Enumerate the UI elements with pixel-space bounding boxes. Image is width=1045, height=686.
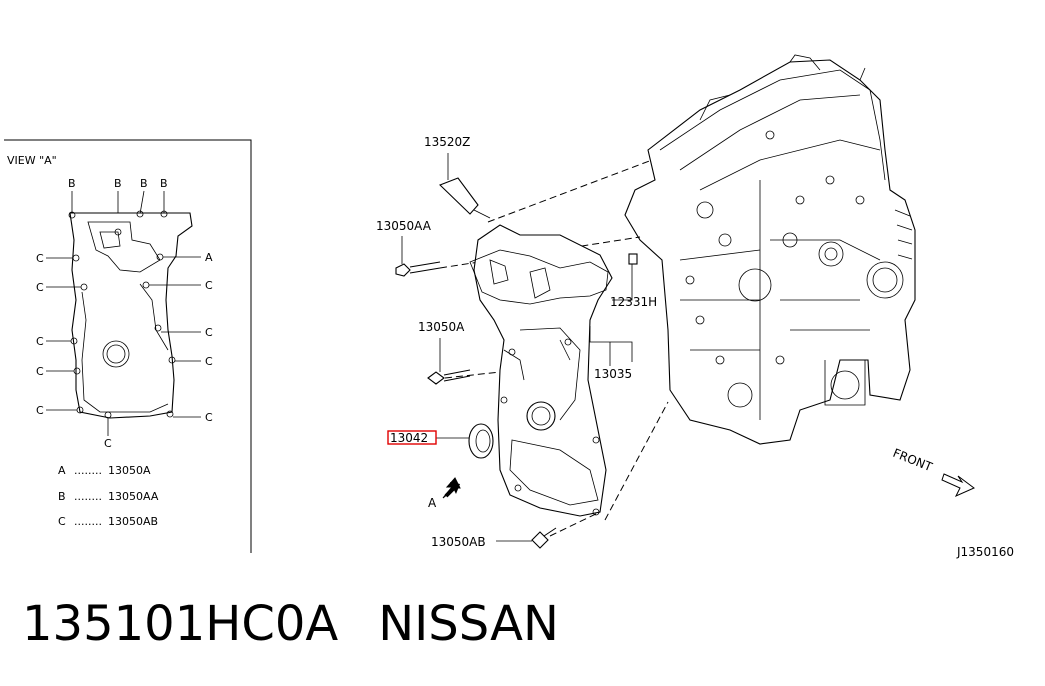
legend-key-b: B — [58, 490, 66, 503]
cover-seal-bore — [526, 401, 556, 431]
view-a-cover — [69, 212, 193, 419]
engine-block — [624, 54, 916, 445]
callout-13035[interactable]: 13035 — [594, 367, 632, 381]
b-label-3: B — [140, 177, 148, 190]
b-label-1: B — [68, 177, 76, 190]
c-label-l5: C — [36, 404, 44, 417]
view-a-title: VIEW "A" — [7, 154, 57, 167]
legend-part-b: 13050AA — [108, 490, 159, 503]
dowel-12331h — [628, 253, 638, 265]
bolt-13050aa — [395, 236, 441, 277]
legend-key-c: C — [58, 515, 66, 528]
b-label-2: B — [114, 177, 122, 190]
legend-key-a: A — [58, 464, 66, 477]
front-indicator: FRONT — [891, 446, 975, 498]
front-arrow-icon — [941, 473, 975, 498]
c-label-r2: C — [205, 279, 213, 292]
callout-13520z[interactable]: 13520Z — [424, 135, 470, 149]
assembly-line-5 — [549, 511, 601, 537]
view-a-frame — [4, 139, 252, 553]
bolt-13050ab — [496, 527, 557, 549]
front-label: FRONT — [891, 446, 935, 475]
callout-13050a[interactable]: 13050A — [418, 320, 465, 334]
callout-13042[interactable]: 13042 — [390, 431, 428, 445]
c-label-l4: C — [36, 365, 44, 378]
view-a-legend: A ........ 13050A B ........ 13050AA C .… — [58, 464, 159, 528]
c-label-r3: C — [205, 326, 213, 339]
callout-13050ab[interactable]: 13050AB — [431, 535, 486, 549]
caption-part-number: 135101HC0A — [22, 596, 339, 652]
a-label-r1: A — [205, 251, 213, 264]
c-label-r4: C — [205, 355, 213, 368]
callout-13050aa[interactable]: 13050AA — [376, 219, 432, 233]
b-label-4: B — [160, 177, 168, 190]
diagram-id: J1350160 — [956, 545, 1014, 559]
sealant-tube-13520z — [439, 153, 491, 219]
c-label-bottom: C — [104, 437, 112, 450]
legend-part-a: 13050A — [108, 464, 151, 477]
view-a-arrow — [442, 477, 461, 499]
highlight-box-13042 — [387, 430, 437, 445]
c-label-r5: C — [205, 411, 213, 424]
oil-seal-13042 — [436, 423, 494, 459]
c-label-l3: C — [36, 335, 44, 348]
bolt-13050a — [427, 338, 471, 385]
front-cover-13035 — [469, 224, 638, 517]
legend-dots-b: ........ — [74, 490, 102, 503]
legend-dots-a: ........ — [74, 464, 102, 477]
arrow-a-label: A — [428, 496, 437, 510]
part-caption: 135101HC0A NISSAN — [22, 596, 599, 652]
c-label-l1: C — [36, 252, 44, 265]
caption-brand: NISSAN — [378, 596, 559, 652]
legend-part-c: 13050AB — [108, 515, 158, 528]
view-a-panel: VIEW "A" B B B B C C C C — [4, 139, 252, 553]
assembly-line-3 — [444, 371, 501, 379]
c-label-l2: C — [36, 281, 44, 294]
legend-dots-c: ........ — [74, 515, 102, 528]
callout-12331h[interactable]: 12331H — [610, 295, 657, 309]
assembly-line-1 — [487, 159, 653, 223]
assembly-line-4 — [604, 401, 669, 521]
